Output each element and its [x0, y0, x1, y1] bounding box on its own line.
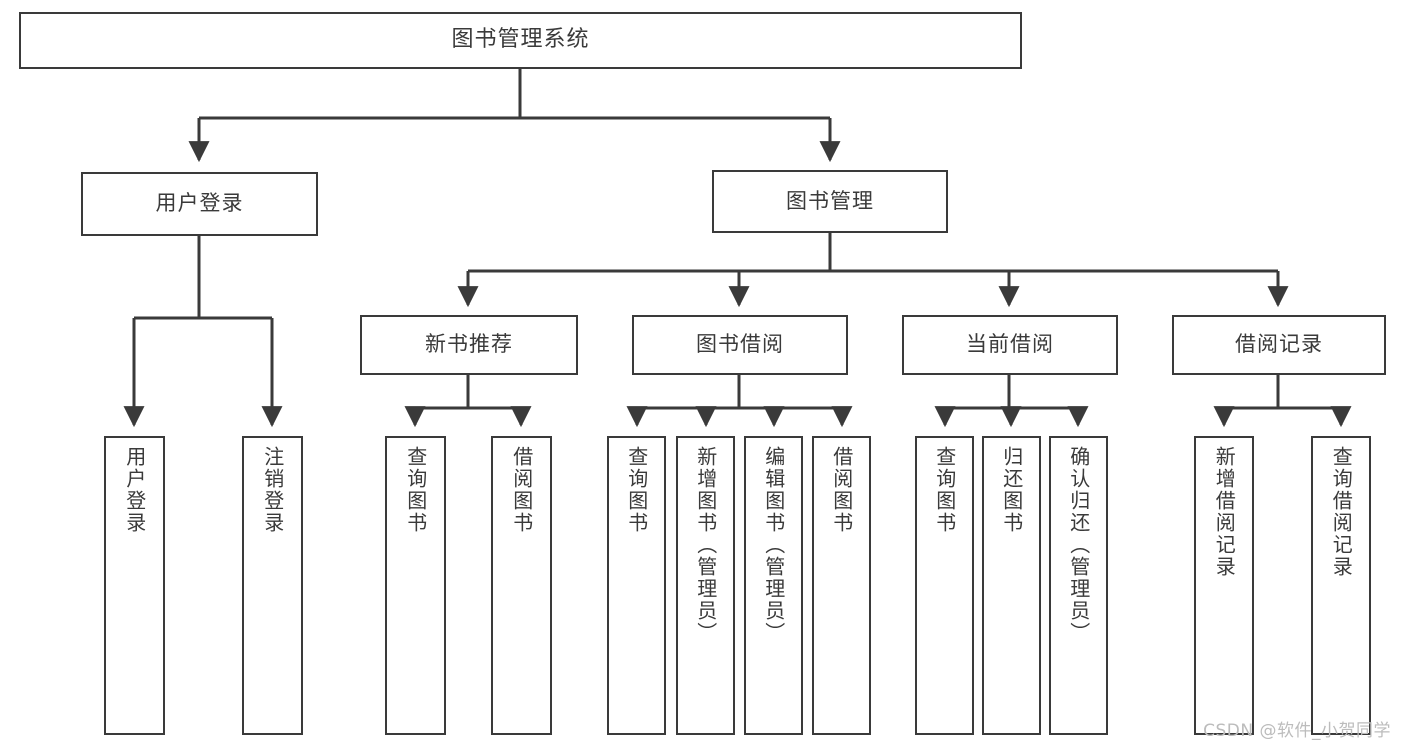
- node-label: 查询图书: [403, 446, 428, 534]
- node-book-management[interactable]: 图书管理: [712, 170, 948, 233]
- leaf-node-logout[interactable]: 注销登录: [242, 436, 303, 735]
- leaf-node-add-book-admin[interactable]: 新增图书（管理员）: [676, 436, 735, 735]
- node-label: 新增借阅记录: [1212, 446, 1237, 578]
- node-label: 归还图书: [999, 446, 1024, 534]
- node-label: 新增图书（管理员）: [693, 446, 718, 644]
- node-label: 借阅图书: [509, 446, 534, 534]
- leaf-node-borrow-book-recommend[interactable]: 借阅图书: [491, 436, 552, 735]
- node-book-borrow[interactable]: 图书借阅: [632, 315, 848, 375]
- node-label: 当前借阅: [966, 332, 1054, 357]
- leaf-node-user-login[interactable]: 用户登录: [104, 436, 165, 735]
- node-label: 查询图书: [624, 446, 649, 534]
- leaf-node-borrow-book[interactable]: 借阅图书: [812, 436, 871, 735]
- watermark-text: CSDN @软件_小贺同学: [1203, 721, 1391, 741]
- leaf-node-return-book[interactable]: 归还图书: [982, 436, 1041, 735]
- node-label: 借阅记录: [1235, 332, 1323, 357]
- leaf-node-query-borrow-record[interactable]: 查询借阅记录: [1311, 436, 1371, 735]
- leaf-node-query-book-current[interactable]: 查询图书: [915, 436, 974, 735]
- node-borrow-records[interactable]: 借阅记录: [1172, 315, 1386, 375]
- node-label: 注销登录: [260, 446, 285, 534]
- node-label: 用户登录: [155, 191, 244, 216]
- node-label: 编辑图书（管理员）: [761, 446, 786, 644]
- node-label: 图书管理: [786, 188, 874, 213]
- node-root[interactable]: 图书管理系统: [19, 12, 1022, 69]
- node-user-login[interactable]: 用户登录: [81, 172, 318, 236]
- node-label: 图书管理系统: [451, 27, 590, 53]
- leaf-node-edit-book-admin[interactable]: 编辑图书（管理员）: [744, 436, 803, 735]
- node-label: 新书推荐: [425, 332, 513, 357]
- leaf-node-query-book-recommend[interactable]: 查询图书: [385, 436, 446, 735]
- node-label: 图书借阅: [696, 332, 784, 357]
- node-label: 查询图书: [932, 446, 957, 534]
- node-new-book-recommend[interactable]: 新书推荐: [360, 315, 578, 375]
- node-label: 借阅图书: [829, 446, 854, 534]
- node-label: 用户登录: [122, 446, 147, 534]
- leaf-node-add-borrow-record[interactable]: 新增借阅记录: [1194, 436, 1254, 735]
- node-label: 确认归还（管理员）: [1066, 446, 1091, 644]
- node-label: 查询借阅记录: [1329, 446, 1354, 578]
- node-current-borrow[interactable]: 当前借阅: [902, 315, 1118, 375]
- leaf-node-query-book-borrow[interactable]: 查询图书: [607, 436, 666, 735]
- leaf-node-confirm-return-admin[interactable]: 确认归还（管理员）: [1049, 436, 1108, 735]
